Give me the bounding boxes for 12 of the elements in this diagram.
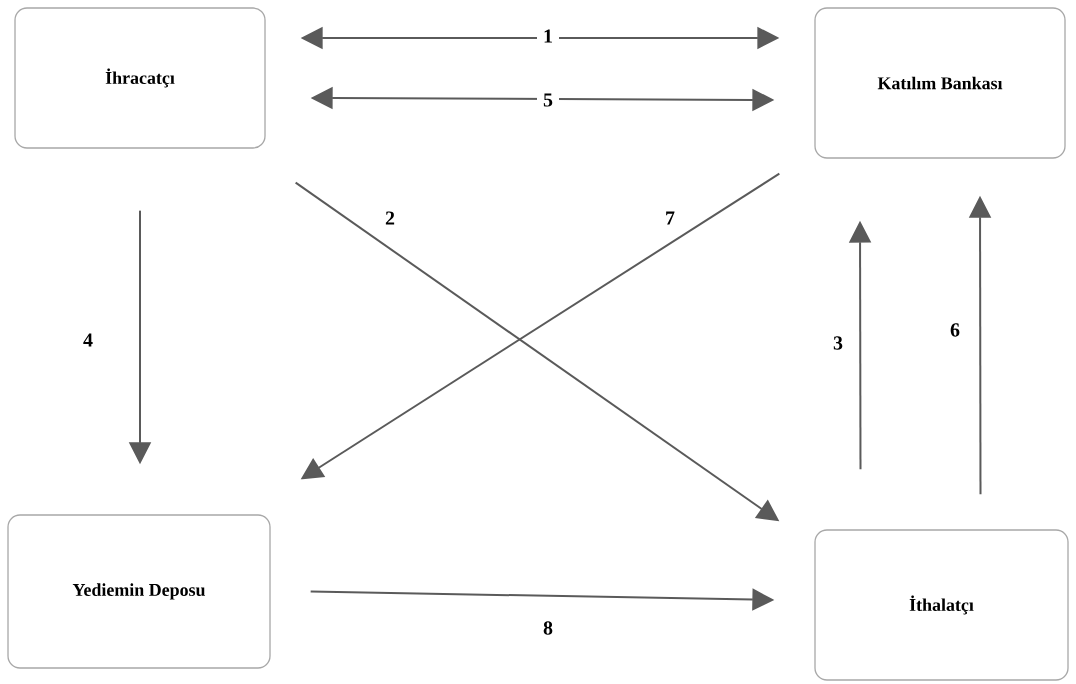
- edge-label: 8: [543, 621, 553, 635]
- edge-label: 1: [537, 23, 559, 49]
- process-box: Katılım Bankası: [814, 7, 1066, 159]
- edge-label: 2: [385, 211, 395, 225]
- edge-label: 4: [83, 333, 93, 347]
- edge-label: 3: [833, 336, 843, 350]
- edge-label: 7: [666, 211, 675, 225]
- process-box: İhracatçı: [14, 7, 266, 149]
- process-box: İthalatçı: [814, 529, 1069, 681]
- process-box: Yediemin Deposu: [7, 514, 271, 669]
- edge-label: 5: [537, 87, 559, 113]
- edge-label: 6: [950, 323, 960, 337]
